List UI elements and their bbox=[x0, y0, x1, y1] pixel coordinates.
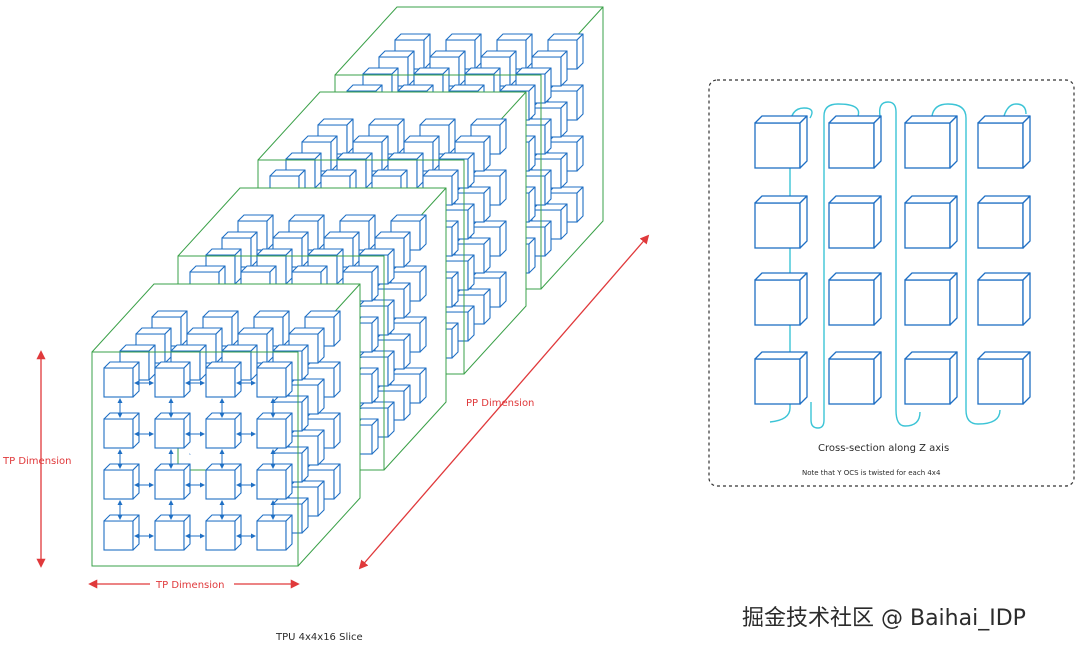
chip-cube bbox=[904, 115, 958, 169]
chip-cube bbox=[754, 351, 808, 405]
chip-cube bbox=[904, 351, 958, 405]
chip-cube bbox=[205, 361, 242, 398]
slice-caption: TPU 4x4x16 Slice bbox=[275, 632, 363, 643]
chip-cube bbox=[904, 272, 958, 326]
chip-cube bbox=[205, 463, 242, 500]
chip-cube bbox=[256, 514, 293, 551]
cross-section-title: Cross-section along Z axis bbox=[818, 443, 949, 454]
chip-cube bbox=[828, 195, 882, 249]
chip-cube bbox=[828, 351, 882, 405]
ocs-twist-paths bbox=[769, 101, 1027, 429]
twist-path bbox=[769, 107, 813, 423]
chip-cube bbox=[754, 195, 808, 249]
chip-cube bbox=[154, 514, 191, 551]
pp-dimension-arrow bbox=[358, 234, 650, 570]
chip-cube bbox=[828, 272, 882, 326]
slice-stack bbox=[91, 6, 604, 567]
chip-cube bbox=[103, 412, 140, 449]
chip-cube bbox=[977, 195, 1031, 249]
tp-horizontal-label-bg bbox=[150, 578, 234, 590]
cross-section-panel bbox=[708, 79, 1075, 487]
chip-cube bbox=[151, 310, 188, 347]
twist-path bbox=[878, 101, 921, 427]
chip-cube bbox=[256, 412, 293, 449]
twist-path bbox=[810, 103, 860, 429]
pp-dimension-label: PP Dimension bbox=[466, 398, 534, 409]
chip-cube bbox=[754, 115, 808, 169]
chip-cube bbox=[205, 412, 242, 449]
chip-cube bbox=[154, 463, 191, 500]
watermark: 掘金技术社区 @ Baihai_IDP bbox=[742, 606, 1026, 631]
tp-vertical-label: TP Dimension bbox=[2, 456, 71, 467]
chip-cube bbox=[904, 195, 958, 249]
slice-frame-front bbox=[91, 351, 299, 567]
tp-horizontal-label: TP Dimension bbox=[155, 580, 224, 591]
chip-cube bbox=[154, 412, 191, 449]
chip-cube bbox=[103, 514, 140, 551]
chip-cube bbox=[977, 351, 1031, 405]
cross-section-note: Note that Y OCS is twisted for each 4x4 bbox=[802, 469, 941, 477]
chip-cube bbox=[256, 361, 293, 398]
chip-cube bbox=[977, 272, 1031, 326]
chip-cube bbox=[154, 361, 191, 398]
chip-cube bbox=[103, 463, 140, 500]
slice bbox=[91, 283, 361, 567]
chip-cube bbox=[205, 514, 242, 551]
twist-path bbox=[931, 103, 1001, 425]
chip-cube bbox=[754, 272, 808, 326]
cross-section-grid bbox=[754, 115, 1031, 405]
chip-cube bbox=[256, 463, 293, 500]
chip-cube bbox=[828, 115, 882, 169]
chip-cube bbox=[103, 361, 140, 398]
twist-path bbox=[1003, 103, 1027, 117]
chip-cube bbox=[977, 115, 1031, 169]
